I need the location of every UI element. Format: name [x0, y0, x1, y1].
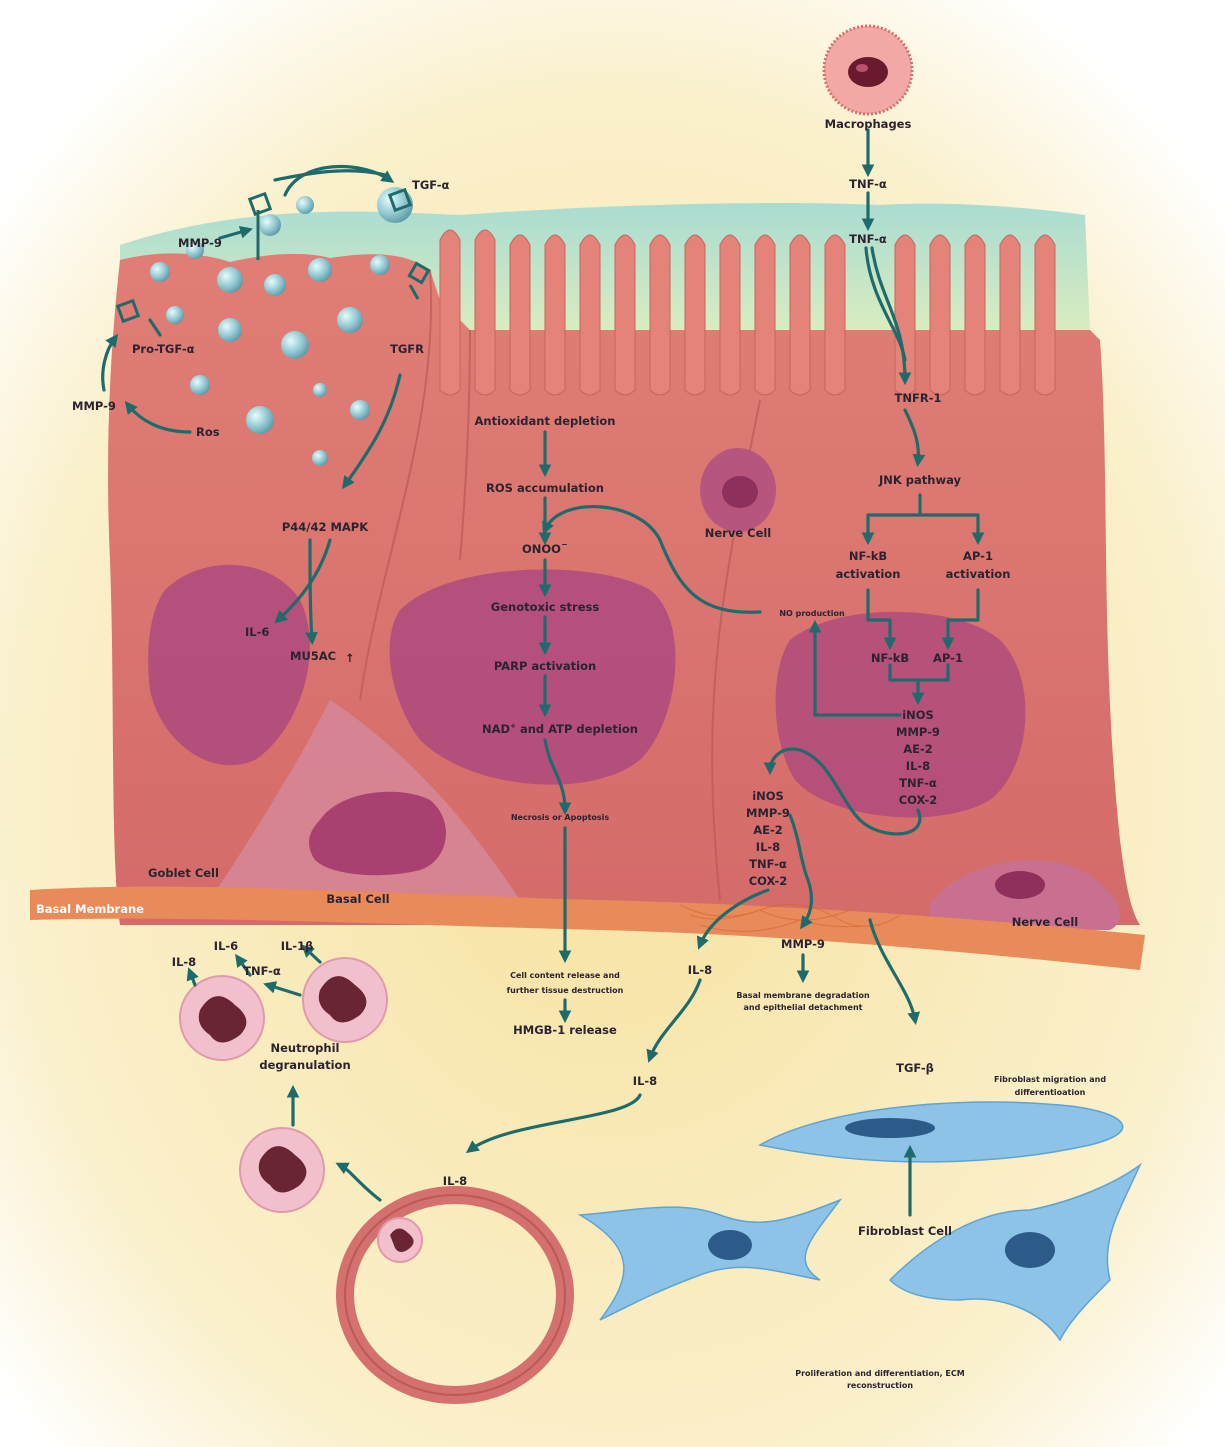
nerve-cell-bottom-label: Nerve Cell: [1012, 915, 1079, 929]
neutrophil-migrating: [240, 1128, 324, 1212]
cell-content-release-label-1: Cell content release and: [510, 971, 620, 980]
ros-left-label: Ros: [196, 425, 220, 439]
il8-label-c: IL-8: [443, 1174, 467, 1188]
macrophages-label: Macrophages: [825, 117, 912, 131]
il8-label-b: IL-8: [633, 1074, 657, 1088]
il1b-neutrophil-label: IL-1β: [281, 939, 314, 953]
ros-accumulation-label: ROS accumulation: [486, 481, 604, 495]
mmp9-left-label: MMP-9: [72, 399, 116, 413]
il8-label-a: IL-8: [688, 963, 712, 977]
il6-neutrophil-label: IL-6: [214, 939, 238, 953]
mediator-right-tnfa: TNF-α: [899, 776, 937, 790]
neutrophil-degranulation-label-2: degranulation: [259, 1058, 350, 1072]
proliferation-label-1: Proliferation and differentiation, ECM: [795, 1369, 965, 1378]
neutrophil-extravasating: [378, 1218, 422, 1262]
mediator-right-cox2: COX-2: [899, 793, 938, 807]
mediator-left-ae2: AE-2: [753, 823, 783, 837]
basal-degradation-label-1: Basal membrane degradation: [736, 991, 870, 1000]
ap1-activation-label-2: activation: [946, 567, 1011, 581]
mediator-left-cox2: COX-2: [749, 874, 788, 888]
muc5ac-label: MU5AC: [290, 649, 336, 663]
mmp9-low-label: MMP-9: [781, 937, 825, 951]
basal-degradation-label-2: and epithelial detachment: [744, 1003, 863, 1012]
antioxidant-depletion-label: Antioxidant depletion: [475, 414, 616, 428]
mediator-right-mmp9: MMP-9: [896, 725, 940, 739]
mediator-right-ae2: AE-2: [903, 742, 933, 756]
mediator-right-inos: iNOS: [902, 708, 934, 722]
genotoxic-stress-label: Genotoxic stress: [491, 600, 600, 614]
increase-arrow: ↑: [345, 651, 355, 665]
tnfr1-label: TNFR-1: [895, 391, 942, 405]
tnf-alpha-label-1: TNF-α: [849, 177, 887, 191]
nfkb-activation-label-1: NF-kB: [849, 549, 887, 563]
jnk-pathway-label: JNK pathway: [878, 473, 962, 487]
no-production-label: NO production: [779, 609, 845, 618]
hmgb1-release-label: HMGB-1 release: [513, 1023, 617, 1037]
tgf-alpha-label: TGF-α: [412, 178, 450, 192]
nerve-cell-bottom-nucleus: [995, 871, 1045, 899]
tnf-alpha-label-2: TNF-α: [849, 232, 887, 246]
mediator-left-tnfa: TNF-α: [749, 857, 787, 871]
mediator-left-inos: iNOS: [752, 789, 784, 803]
onoo-label: ONOO−: [522, 540, 568, 556]
p44-42-mapk-label: P44/42 MAPK: [282, 520, 369, 534]
nfkb-label: NF-kB: [871, 651, 909, 665]
fibroblast-cell-label: Fibroblast Cell: [858, 1224, 952, 1238]
nerve-cell-top-label: Nerve Cell: [705, 526, 772, 540]
pro-tgf-alpha-label: Pro-TGF-α: [132, 342, 195, 356]
fibroblast-migration-label-2: differentioation: [1015, 1088, 1086, 1097]
cell-content-release-label-2: further tissue destruction: [507, 986, 624, 995]
basal-cell-label: Basal Cell: [326, 892, 389, 906]
tgf-beta-label: TGF-β: [896, 1061, 934, 1075]
tgfr-label: TGFR: [390, 342, 424, 356]
neutrophil-degranulation-label-1: Neutrophil: [271, 1041, 340, 1055]
il6-center-label: IL-6: [245, 625, 269, 639]
necrosis-apoptosis-label: Necrosis or Apoptosis: [511, 813, 610, 822]
neutrophil-top-left: [180, 976, 264, 1060]
mediator-left-mmp9: MMP-9: [746, 806, 790, 820]
nerve-cell-top-nucleus: [722, 476, 758, 508]
ap1-label: AP-1: [933, 651, 963, 665]
neutrophil-top-right: [303, 958, 387, 1042]
mediator-right-il8: IL-8: [906, 759, 930, 773]
nad-atp-depletion-label: NAD+ and ATP depletion: [482, 722, 638, 736]
mmp9-top-label: MMP-9: [178, 236, 222, 250]
fibroblast-migration-label-1: Fibroblast migration and: [994, 1075, 1106, 1084]
nfkb-activation-label-2: activation: [836, 567, 901, 581]
basal-membrane-label: Basal Membrane: [36, 902, 144, 916]
mediator-left-il8: IL-8: [756, 840, 780, 854]
macrophage: [824, 26, 912, 114]
goblet-cell-label: Goblet Cell: [148, 866, 219, 880]
proliferation-label-2: reconstruction: [847, 1381, 913, 1390]
parp-activation-label: PARP activation: [494, 659, 596, 673]
il8-neutrophil-label: IL-8: [172, 955, 196, 969]
ap1-activation-label-1: AP-1: [963, 549, 993, 563]
tnfa-neutrophil-label: TNF-α: [243, 964, 281, 978]
